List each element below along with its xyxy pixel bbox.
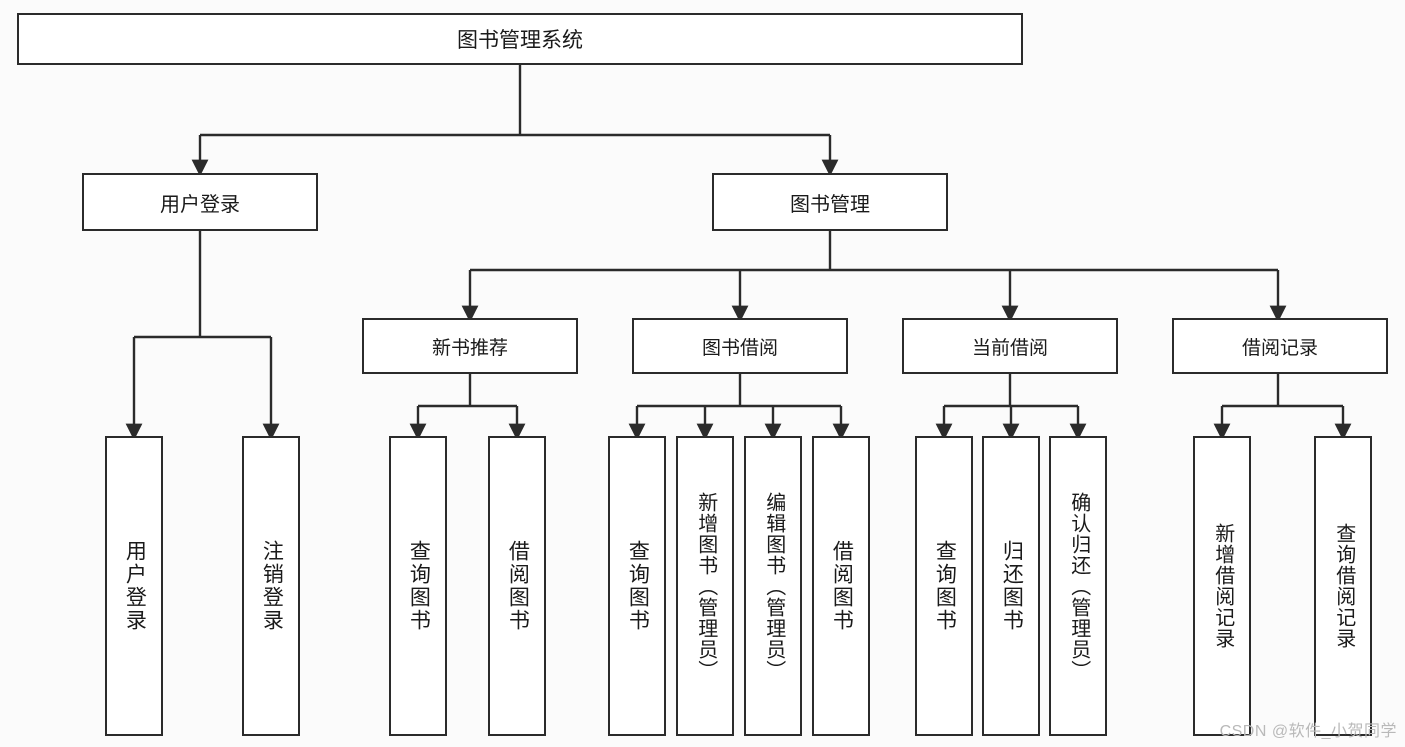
- leaf-label: 借阅图书: [506, 540, 530, 632]
- leaf-label: 查询借阅记录: [1332, 523, 1355, 649]
- leaf-label: 查询图书: [933, 540, 957, 632]
- leaf-borrow-book[interactable]: 借阅图书: [812, 436, 870, 736]
- node-root-library-system[interactable]: 图书管理系统: [17, 13, 1023, 65]
- leaf-label: 新增图书（管理员）: [694, 491, 717, 681]
- node-new-book-recommend[interactable]: 新书推荐: [362, 318, 578, 374]
- node-label: 图书管理系统: [457, 29, 583, 52]
- leaf-edit-book-admin[interactable]: 编辑图书（管理员）: [744, 436, 802, 736]
- node-label: 新书推荐: [431, 337, 508, 359]
- leaf-query-book-borrow[interactable]: 查询图书: [608, 436, 666, 736]
- leaf-label: 注销登录: [260, 540, 284, 632]
- node-book-borrow[interactable]: 图书借阅: [632, 318, 848, 374]
- leaf-query-book-recommend[interactable]: 查询图书: [389, 436, 447, 736]
- node-label: 图书借阅: [701, 337, 778, 359]
- leaf-label: 归还图书: [1000, 540, 1024, 632]
- leaf-label: 借阅图书: [830, 540, 854, 632]
- node-label: 当前借阅: [971, 337, 1048, 359]
- leaf-add-borrow-record[interactable]: 新增借阅记录: [1193, 436, 1251, 736]
- leaf-add-book-admin[interactable]: 新增图书（管理员）: [676, 436, 734, 736]
- leaf-label: 确认归还（管理员）: [1067, 491, 1090, 681]
- node-book-management[interactable]: 图书管理: [712, 173, 948, 231]
- leaf-label: 新增借阅记录: [1211, 523, 1234, 649]
- leaf-query-borrow-record[interactable]: 查询借阅记录: [1314, 436, 1372, 736]
- leaf-borrow-book-recommend[interactable]: 借阅图书: [488, 436, 546, 736]
- leaf-query-book-current[interactable]: 查询图书: [915, 436, 973, 736]
- leaf-return-book[interactable]: 归还图书: [982, 436, 1040, 736]
- leaf-label: 用户登录: [123, 540, 147, 632]
- leaf-confirm-return-admin[interactable]: 确认归还（管理员）: [1049, 436, 1107, 736]
- node-current-borrow[interactable]: 当前借阅: [902, 318, 1118, 374]
- leaf-logout[interactable]: 注销登录: [242, 436, 300, 736]
- node-borrow-record[interactable]: 借阅记录: [1172, 318, 1388, 374]
- leaf-label: 查询图书: [626, 540, 650, 632]
- node-label: 借阅记录: [1241, 337, 1318, 359]
- leaf-label: 编辑图书（管理员）: [762, 491, 785, 681]
- node-user-login[interactable]: 用户登录: [82, 173, 318, 231]
- leaf-user-login[interactable]: 用户登录: [105, 436, 163, 736]
- leaf-label: 查询图书: [407, 540, 431, 632]
- node-label: 用户登录: [160, 193, 240, 216]
- node-label: 图书管理: [790, 193, 870, 216]
- watermark-text: CSDN @软件_小贺同学: [1219, 723, 1397, 740]
